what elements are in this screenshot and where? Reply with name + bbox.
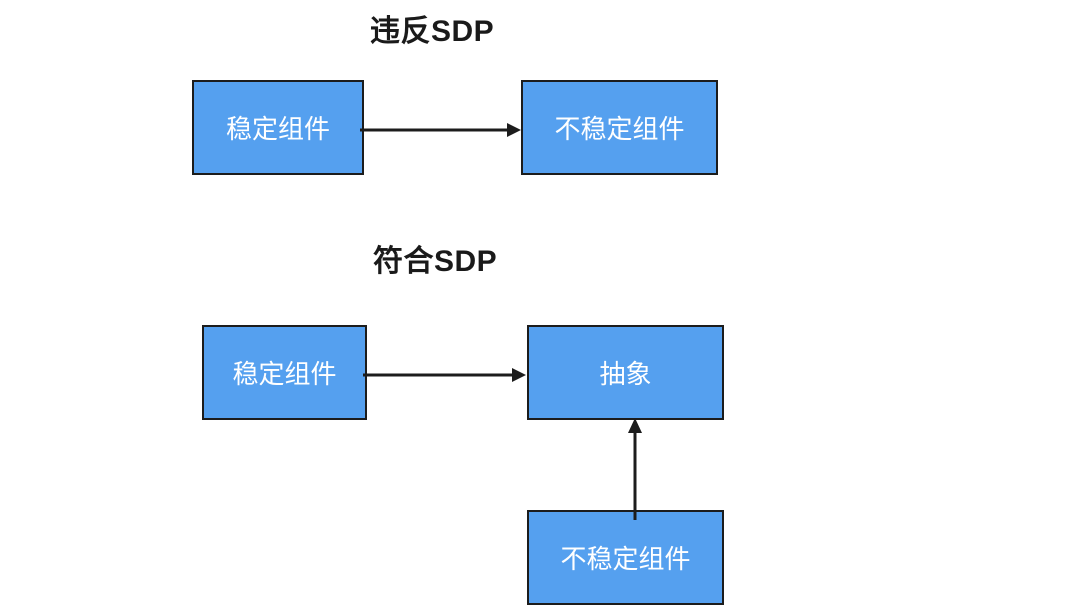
node-abstract: 抽象 [527,325,724,420]
section-title-comply: 符合SDP [373,245,498,278]
node-unstable-component-comply: 不稳定组件 [527,510,724,605]
arrow-stable-to-abstract-icon [363,368,526,382]
node-label: 稳定组件 [225,114,330,144]
arrow-unstable-to-abstract-icon [628,418,642,520]
node-stable-component-comply: 稳定组件 [202,325,367,420]
node-label: 抽象 [599,359,652,389]
node-label: 不稳定组件 [560,544,691,574]
section-title-violate: 违反SDP [370,15,495,48]
node-label: 稳定组件 [232,359,337,389]
node-label: 不稳定组件 [554,114,685,144]
arrow-stable-to-unstable-icon [360,123,521,137]
node-unstable-component-violate: 不稳定组件 [521,80,718,175]
node-stable-component-violate: 稳定组件 [192,80,364,175]
